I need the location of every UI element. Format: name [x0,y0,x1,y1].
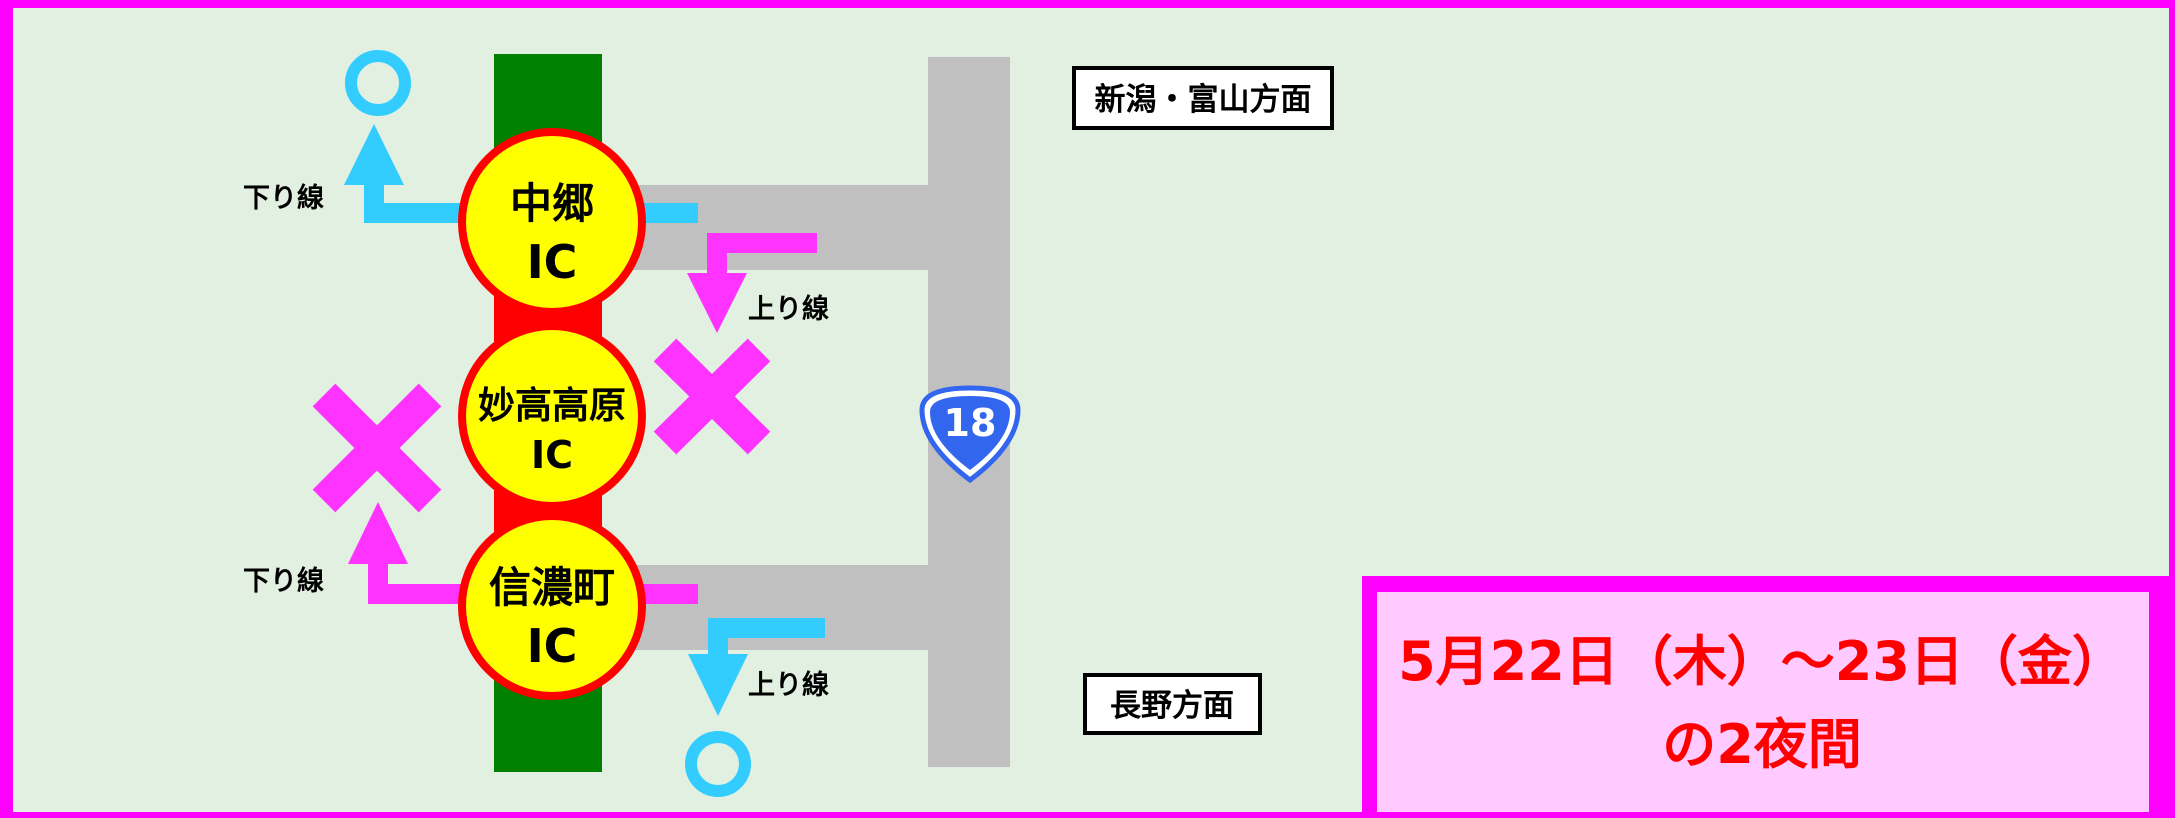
notice-box: 5月22日（木）～23日（金） の2夜間 [1362,576,2175,818]
up-line-label: 上り線 [748,669,829,701]
direction-north: 新潟・富山方面 [1095,82,1312,118]
ic-nakago: 中郷 IC [458,128,646,316]
up-line-label: 上り線 [748,293,829,325]
route-18-shield-icon: 18 [919,385,1021,484]
ic-suffix: IC [527,235,578,289]
ic-suffix: IC [527,619,578,673]
ic-name: 妙高高原 [478,384,626,427]
nakago-up-route [687,233,817,333]
direction-north-box: 新潟・富山方面 [1072,66,1334,130]
shinano-up-route [688,618,825,716]
ic-name: 中郷 [510,179,594,228]
ic-myoko-kogen: 妙高高原 IC [458,322,646,510]
notice-nights: の2夜間 [1662,713,1862,776]
down-line-label: 下り線 [243,182,324,214]
direction-south-box: 長野方面 [1083,673,1262,735]
closed-cross-icon [653,338,771,455]
notice-dates: 5月22日（木）～23日（金） [1398,630,2126,693]
open-circle-icon [345,50,411,116]
closed-cross-icon [312,383,442,513]
nakago-down-route [344,124,484,223]
down-line-label: 下り線 [243,565,324,597]
ic-suffix: IC [531,433,573,477]
ic-shinanomachi: 信濃町 IC [458,512,646,700]
shinano-down-route [348,502,480,604]
open-circle-icon [685,731,751,797]
route-number: 18 [944,401,997,445]
nakago-access-road [620,185,930,270]
ic-name: 信濃町 [489,563,615,612]
direction-south: 長野方面 [1110,688,1234,724]
